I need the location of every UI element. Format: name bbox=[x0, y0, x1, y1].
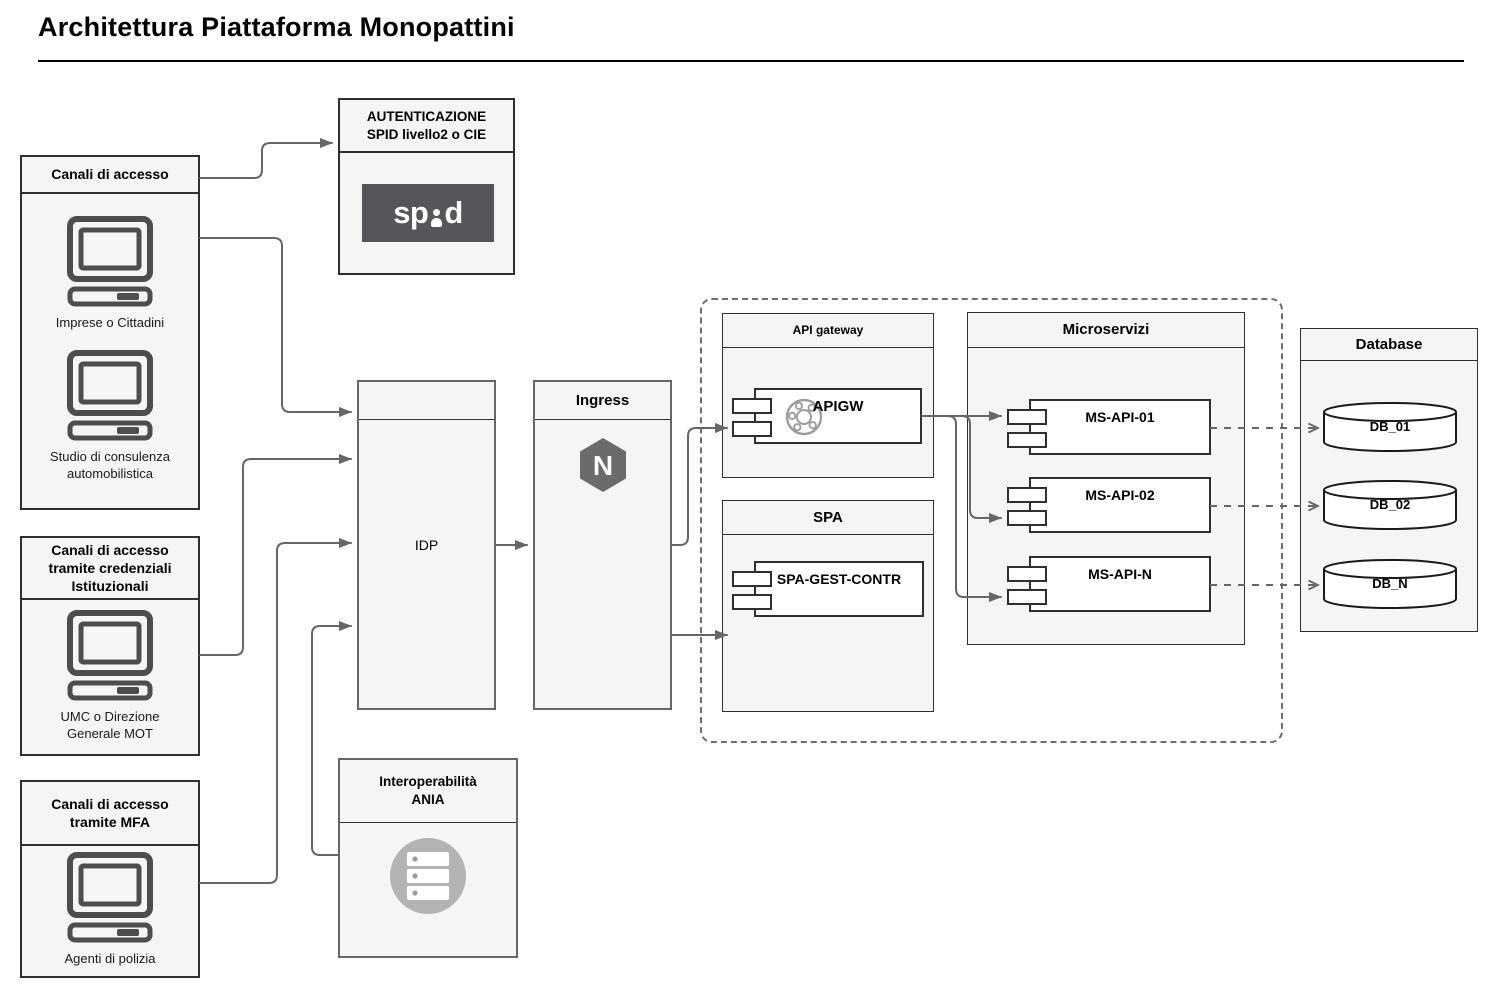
component-spa-gest-contr-label: SPA-GEST-CONTR bbox=[776, 571, 902, 587]
node-canali-istituzionali-title: Canali di accesso tramite credenziali Is… bbox=[22, 538, 198, 600]
connector-mfa-to-idp bbox=[199, 538, 352, 884]
node-api-gateway: API gateway APIGW bbox=[722, 313, 934, 478]
component-tab bbox=[1007, 589, 1047, 605]
component-tab bbox=[732, 421, 772, 437]
spid-logo-text-right: d bbox=[444, 195, 463, 230]
node-ingress: Ingress N bbox=[533, 380, 672, 710]
node-canali-di-accesso: Canali di accesso Imprese o Cittadini St… bbox=[20, 155, 200, 510]
figure-label: Imprese o Cittadini bbox=[55, 315, 165, 330]
server-stack-icon bbox=[390, 838, 466, 914]
component-tab bbox=[1007, 510, 1047, 526]
component-tab bbox=[732, 594, 772, 610]
db-01-label: DB_01 bbox=[1369, 419, 1411, 434]
page-title: Architettura Piattaforma Monopattini bbox=[38, 12, 515, 42]
gateway-hub-icon bbox=[785, 398, 823, 436]
db-cylinder-n: DB_N bbox=[1323, 559, 1457, 609]
node-autenticazione-spid: AUTENTICAZIONE SPID livello2 o CIE sp d bbox=[338, 98, 515, 275]
component-tab bbox=[732, 571, 772, 587]
component-tab bbox=[1007, 566, 1047, 582]
svg-text:N: N bbox=[592, 450, 612, 481]
cylinder-shape bbox=[1323, 559, 1457, 609]
component-ms-api-02: MS-API-02 bbox=[1007, 477, 1211, 533]
computer-icon bbox=[67, 216, 153, 307]
component-apigw: APIGW bbox=[732, 388, 922, 444]
node-autenticazione-title: AUTENTICAZIONE SPID livello2 o CIE bbox=[340, 100, 513, 153]
node-ingress-title: Ingress bbox=[535, 382, 670, 420]
component-tab bbox=[1007, 409, 1047, 425]
node-database-title: Database bbox=[1301, 329, 1477, 361]
node-interoperabilita-ania: Interoperabilità ANIA bbox=[338, 758, 518, 958]
db-cylinder-02: DB_02 bbox=[1323, 480, 1457, 530]
component-ms-api-n: MS-API-N bbox=[1007, 556, 1211, 612]
computer-icon bbox=[67, 349, 153, 441]
component-apigw-label: APIGW bbox=[812, 398, 864, 415]
node-database: Database DB_01 DB_02 DB_N bbox=[1300, 328, 1478, 632]
component-ms-api-n-label: MS-API-N bbox=[1088, 566, 1152, 582]
computer-icon bbox=[67, 610, 153, 701]
nginx-icon: N bbox=[579, 438, 626, 492]
component-tab bbox=[732, 398, 772, 414]
spid-logo-text-left: sp bbox=[393, 195, 429, 230]
node-canali-mfa: Canali di accesso tramite MFA Agenti di … bbox=[20, 780, 200, 978]
component-ms-api-01-label: MS-API-01 bbox=[1085, 409, 1155, 425]
node-canali-istituzionali: Canali di accesso tramite credenziali Is… bbox=[20, 536, 200, 756]
figure-label: Agenti di polizia bbox=[64, 951, 156, 966]
node-idp-header bbox=[359, 382, 494, 420]
spid-logo: sp d bbox=[362, 184, 494, 242]
spid-person-icon bbox=[431, 209, 443, 227]
node-canali-di-accesso-title: Canali di accesso bbox=[22, 157, 198, 194]
connector-canali-to-spid bbox=[199, 138, 333, 179]
node-canali-mfa-title: Canali di accesso tramite MFA bbox=[22, 782, 198, 846]
component-tab bbox=[1007, 432, 1047, 448]
db-02-label: DB_02 bbox=[1369, 497, 1411, 512]
node-microservizi: Microservizi MS-API-01 MS-API-02 MS-API-… bbox=[967, 312, 1245, 645]
figure-label: UMC o Direzione Generale MOT bbox=[60, 709, 160, 741]
cylinder-shape bbox=[1323, 480, 1457, 530]
title-divider bbox=[38, 60, 1464, 62]
computer-icon bbox=[67, 852, 153, 943]
connector-canali-to-idp bbox=[199, 237, 352, 417]
node-api-gateway-title: API gateway bbox=[723, 314, 933, 348]
node-spa-title: SPA bbox=[723, 501, 933, 535]
node-idp-label: IDP bbox=[414, 537, 439, 553]
node-microservizi-title: Microservizi bbox=[968, 313, 1244, 348]
node-spa: SPA SPA-GEST-CONTR bbox=[722, 500, 934, 712]
component-ms-api-01: MS-API-01 bbox=[1007, 399, 1211, 455]
node-idp: IDP bbox=[357, 380, 496, 710]
figure-label: Studio di consulenza automobilistica bbox=[50, 448, 170, 481]
component-spa-gest-contr: SPA-GEST-CONTR bbox=[732, 561, 924, 617]
cylinder-shape bbox=[1323, 402, 1457, 452]
connector-istituzionali-to-idp bbox=[199, 454, 352, 656]
node-ania-title: Interoperabilità ANIA bbox=[340, 760, 516, 823]
db-n-label: DB_N bbox=[1372, 576, 1408, 591]
component-ms-api-02-label: MS-API-02 bbox=[1085, 487, 1155, 503]
db-cylinder-01: DB_01 bbox=[1323, 402, 1457, 452]
component-tab bbox=[1007, 487, 1047, 503]
